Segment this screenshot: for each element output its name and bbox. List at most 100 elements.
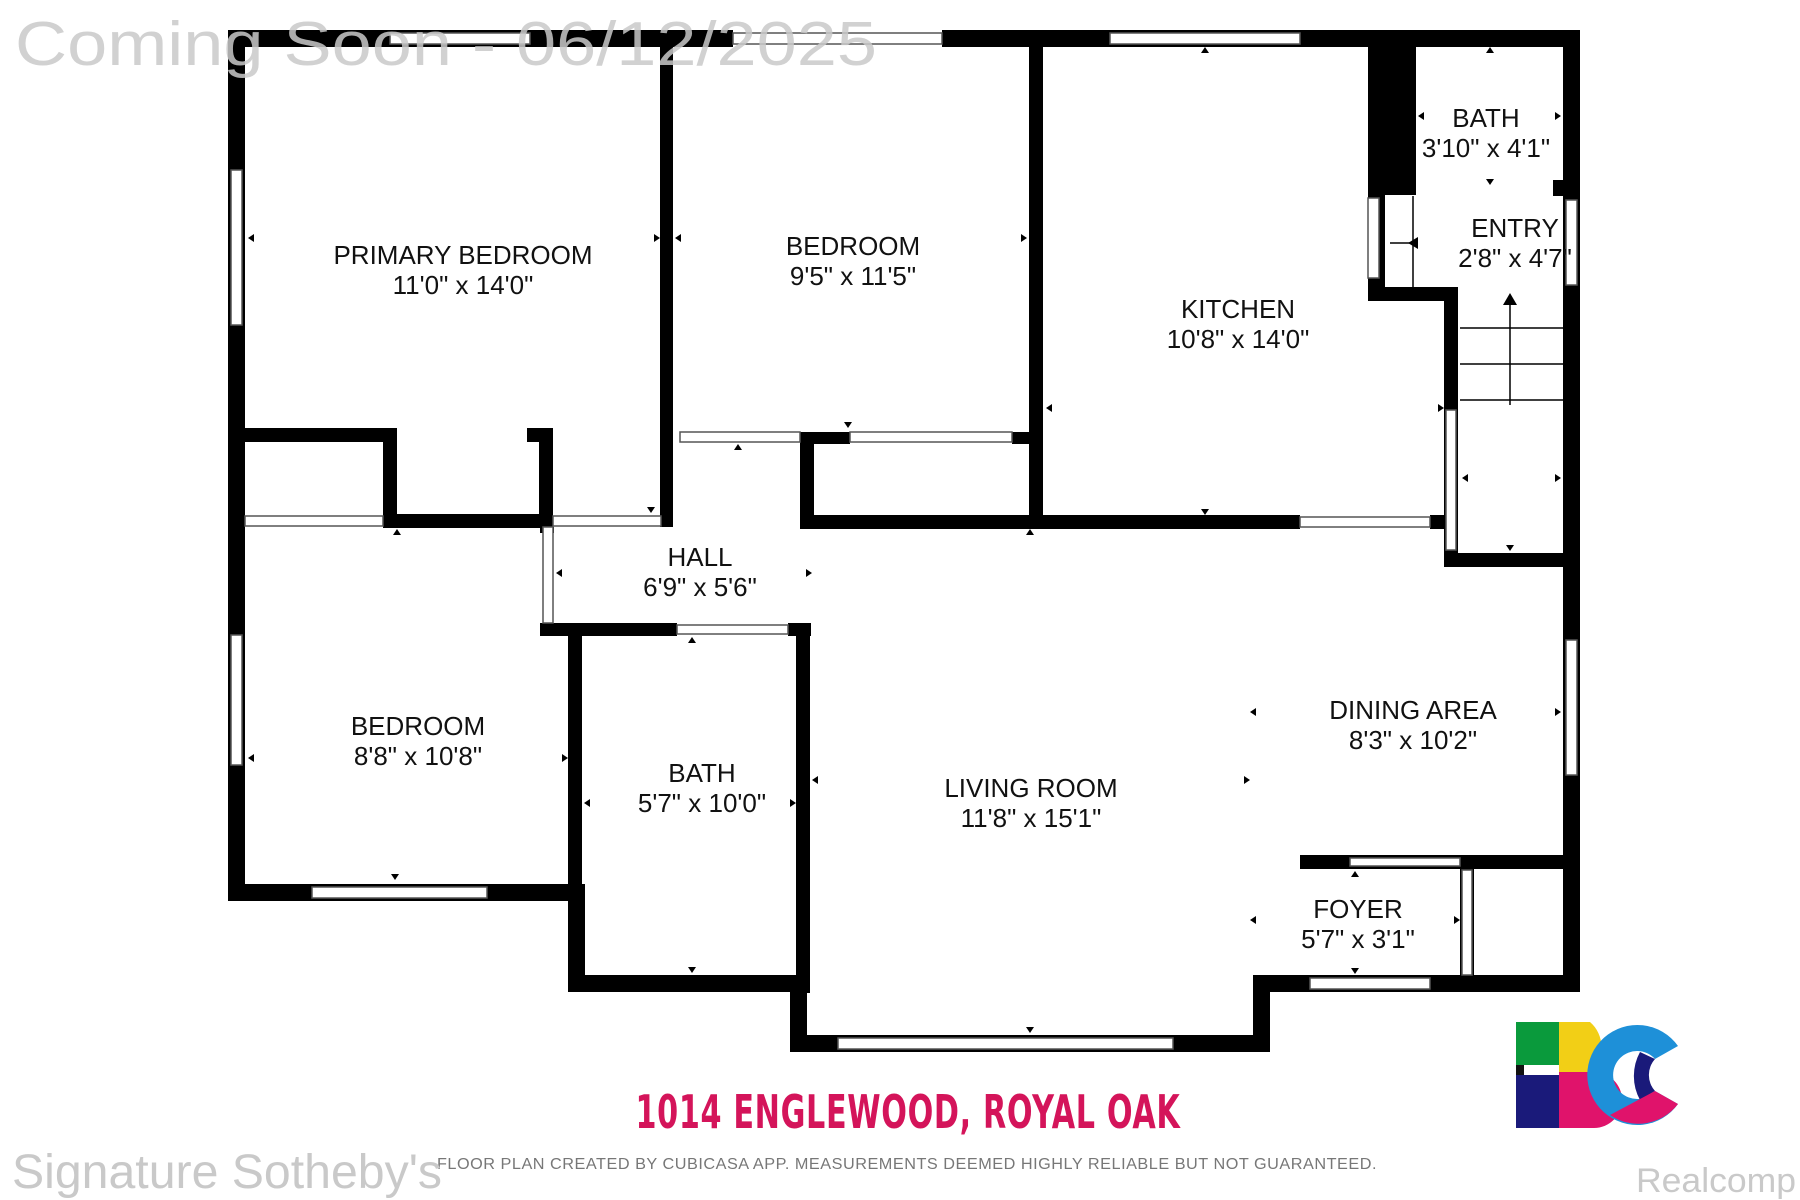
dimension-tick-icon (790, 799, 796, 807)
room-dimensions: 9'5" x 11'5" (790, 261, 916, 291)
stairs (1390, 196, 1563, 405)
room-dimensions: 8'3" x 10'2" (1349, 725, 1477, 755)
dimension-tick-icon (391, 874, 399, 880)
room-dimensions: 6'9" x 5'6" (643, 572, 757, 602)
dimension-tick-icon (688, 967, 696, 973)
dimension-tick-icon (584, 799, 590, 807)
room-name: KITCHEN (1181, 294, 1295, 324)
dimension-tick-icon (1046, 404, 1052, 412)
dimension-tick-icon (734, 444, 742, 450)
wall-bath-right-stub (1553, 180, 1580, 196)
dimension-tick-icon (1021, 234, 1027, 242)
dimension-tick-icon (1438, 404, 1444, 412)
wall-bedroom2-closet-left (800, 432, 814, 528)
dimension-tick-icon (675, 234, 681, 242)
dimension-tick-icon (688, 637, 696, 643)
dimension-tick-icon (1026, 529, 1034, 535)
dimension-tick-icon (1506, 545, 1514, 551)
dimension-tick-icon (1555, 474, 1561, 482)
mls-watermark: Realcomp (1636, 1162, 1796, 1200)
wall-closet-right (383, 428, 397, 528)
dimension-tick-icon (1201, 509, 1209, 515)
wall-bath-bottom (568, 975, 806, 992)
door-stair (1445, 409, 1457, 551)
wall-hall-corner (540, 623, 554, 636)
closet-bedroom-left (244, 515, 384, 527)
door-entry (1565, 199, 1578, 286)
dimension-tick-icon (1486, 47, 1494, 53)
room-name: BEDROOM (786, 231, 920, 261)
wall-closet-bottom (383, 514, 553, 528)
room-dimensions: 3'10" x 4'1" (1422, 133, 1550, 163)
wall-bath-left-lower (568, 884, 585, 991)
wall-living-left-lower (790, 975, 807, 1051)
logo-pink-arc (1610, 1091, 1678, 1124)
window-left-primary (230, 169, 243, 326)
wall-bedroom2-closet-right (1012, 432, 1042, 444)
window-bottom-living (837, 1037, 1174, 1050)
dimension-tick-icon (1454, 916, 1460, 924)
dimension-tick-icon (1244, 776, 1250, 784)
stair-arrow-icon (1503, 293, 1517, 305)
window-top-primary (389, 32, 531, 45)
room-dimensions: 8'8" x 10'8" (354, 741, 482, 771)
dimension-tick-icon (562, 754, 568, 762)
dimension-ticks (248, 47, 1561, 1033)
dimension-tick-icon (1201, 47, 1209, 53)
room-dimensions: 5'7" x 3'1" (1301, 924, 1415, 954)
dimension-tick-icon (1250, 916, 1256, 924)
dimension-tick-icon (556, 569, 562, 577)
door-foyer (1309, 977, 1431, 990)
dimension-tick-icon (654, 234, 660, 242)
dimension-tick-icon (1250, 708, 1256, 716)
wall-bath-living-divider (796, 623, 810, 993)
windows (230, 32, 1578, 1050)
wall-stair-bottom (1444, 553, 1580, 567)
wall-closet-top (245, 428, 397, 442)
logo-green-block (1516, 1022, 1559, 1065)
opening-kitchen (1299, 516, 1431, 528)
wall-hall-bottom-left (542, 623, 677, 636)
wall-bedroom-kitchen-divider (1029, 30, 1043, 523)
wall-left (228, 30, 245, 900)
wall-kitchen-bottom-stub (1430, 515, 1444, 529)
window-right-dining (1565, 639, 1578, 776)
room-name: LIVING ROOM (944, 773, 1117, 803)
floor-plan-disclaimer: FLOOR PLAN CREATED BY CUBICASA APP. MEAS… (437, 1156, 1377, 1173)
wall-bedroom-bath-divider (568, 623, 582, 893)
window-top-kitchen (1109, 32, 1301, 45)
wall-bay-right (1253, 975, 1270, 1052)
door-primary (552, 515, 662, 527)
dimension-tick-icon (1351, 968, 1359, 974)
dimension-tick-icon (1555, 708, 1561, 716)
closet-foyer (1461, 869, 1473, 976)
room-name: BATH (1452, 103, 1519, 133)
room-dimensions: 11'0" x 14'0" (393, 270, 534, 300)
coming-soon-watermark: Coming Soon - 06/12/2025 (15, 10, 877, 79)
window-left-bedroom (230, 634, 243, 766)
dimension-tick-icon (1351, 871, 1359, 877)
window-foyer-top (1349, 857, 1461, 867)
dimension-tick-icon (647, 507, 655, 513)
door-hall-left (542, 526, 554, 624)
dimension-tick-icon (1026, 1027, 1034, 1033)
room-name: PRIMARY BEDROOM (333, 240, 592, 270)
room-dimensions: 10'8" x 14'0" (1167, 324, 1310, 354)
logo-navy-arc (1633, 1052, 1655, 1100)
dimension-tick-icon (248, 754, 254, 762)
door-bedroom2 (679, 431, 801, 443)
room-name: ENTRY (1471, 213, 1559, 243)
wall-right (1563, 30, 1580, 992)
brokerage-logo: BC (1516, 1022, 1678, 1128)
dimension-tick-icon (1555, 112, 1561, 120)
dimension-tick-icon (1486, 179, 1494, 185)
room-name: DINING AREA (1329, 695, 1497, 725)
property-address: 1014 ENGLEWOOD, ROYAL OAK (636, 1085, 1182, 1139)
room-dimensions: 2'8" x 4'7" (1458, 243, 1572, 273)
room-labels: PRIMARY BEDROOM 11'0" x 14'0" BEDROOM 9'… (333, 103, 1571, 954)
dimension-tick-icon (1418, 112, 1424, 120)
wall-entry-bottom (1368, 287, 1448, 301)
logo-black-stripe (1516, 1065, 1524, 1075)
closet-bedroom2 (849, 431, 1013, 443)
